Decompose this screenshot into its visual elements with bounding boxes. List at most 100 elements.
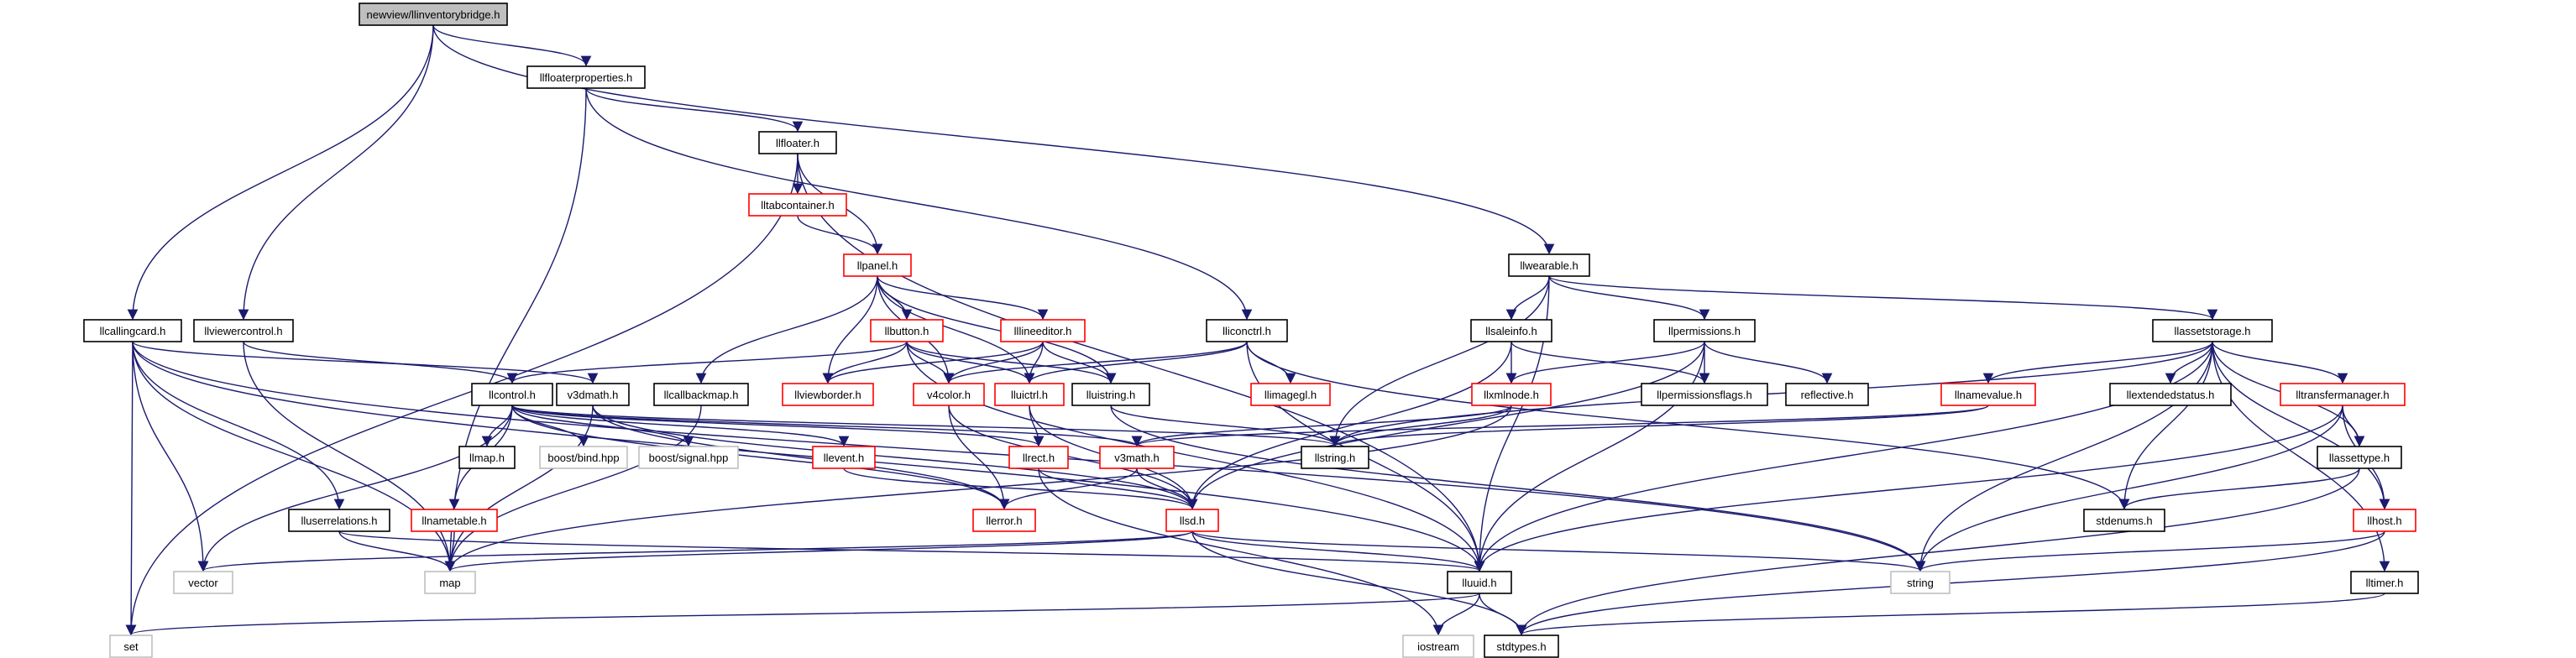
node-box[interactable]	[870, 319, 944, 342]
node-llwearable-h[interactable]: llwearable.h	[1508, 253, 1590, 277]
node-llxmlnode-h[interactable]: llxmlnode.h	[1471, 383, 1552, 406]
node-llviewercontrol-h[interactable]: llviewercontrol.h	[193, 319, 294, 342]
node-box[interactable]	[1071, 383, 1150, 406]
node-box[interactable]	[193, 319, 294, 342]
node-box[interactable]	[1447, 571, 1512, 594]
node-llerror-h[interactable]: llerror.h	[972, 509, 1036, 532]
node-box[interactable]	[1206, 319, 1288, 342]
node-box[interactable]	[782, 383, 874, 406]
node-box[interactable]	[748, 193, 847, 217]
node-llextendedstatus-h[interactable]: llextendedstatus.h	[2109, 383, 2232, 406]
node-box[interactable]	[1250, 383, 1331, 406]
node-stdtypes-h[interactable]: stdtypes.h	[1484, 634, 1559, 658]
node-box[interactable]	[424, 571, 476, 594]
node-box[interactable]	[1402, 634, 1474, 658]
node-box[interactable]	[109, 634, 153, 658]
node-lltabcontainer-h[interactable]: lltabcontainer.h	[748, 193, 847, 217]
node-box[interactable]	[359, 3, 508, 26]
node-box[interactable]	[758, 131, 837, 154]
node-box[interactable]	[1000, 319, 1086, 342]
node-box[interactable]	[1890, 571, 1950, 594]
node-box[interactable]	[526, 65, 646, 89]
node-llnametable-h[interactable]: llnametable.h	[411, 509, 498, 532]
node-string[interactable]: string	[1890, 571, 1950, 594]
node-box[interactable]	[1301, 446, 1369, 469]
node-box[interactable]	[2317, 446, 2402, 469]
node-llsaleinfo-h[interactable]: llsaleinfo.h	[1470, 319, 1552, 342]
node-box[interactable]	[83, 319, 182, 342]
node-box[interactable]	[1484, 634, 1559, 658]
node-lluserrelations-h[interactable]: lluserrelations.h	[288, 509, 390, 532]
node-lllineeditor-h[interactable]: lllineeditor.h	[1000, 319, 1086, 342]
node-box[interactable]	[539, 446, 628, 469]
node-llrect-h[interactable]: llrect.h	[1008, 446, 1069, 469]
node-llviewborder-h[interactable]: llviewborder.h	[782, 383, 874, 406]
node-box[interactable]	[1940, 383, 2036, 406]
node-llassettype-h[interactable]: llassettype.h	[2317, 446, 2402, 469]
node-llhost-h[interactable]: llhost.h	[2353, 509, 2416, 532]
node-llstring-h[interactable]: llstring.h	[1301, 446, 1369, 469]
node-box[interactable]	[2083, 509, 2165, 532]
node-box[interactable]	[2109, 383, 2232, 406]
node-boost-bind-hpp[interactable]: boost/bind.hpp	[539, 446, 628, 469]
node-llsd-h[interactable]: llsd.h	[1165, 509, 1219, 532]
node-box[interactable]	[812, 446, 876, 469]
node-iostream[interactable]: iostream	[1402, 634, 1474, 658]
node-lliconctrl-h[interactable]: lliconctrl.h	[1206, 319, 1288, 342]
node-lluuid-h[interactable]: lluuid.h	[1447, 571, 1512, 594]
node-box[interactable]	[173, 571, 233, 594]
node-llmap-h[interactable]: llmap.h	[458, 446, 516, 469]
node-lltransfermanager-h[interactable]: lltransfermanager.h	[2280, 383, 2406, 406]
node-box[interactable]	[2350, 571, 2419, 594]
node-box[interactable]	[1099, 446, 1175, 469]
node-box[interactable]	[1008, 446, 1069, 469]
node-llnamevalue-h[interactable]: llnamevalue.h	[1940, 383, 2036, 406]
node-box[interactable]	[843, 253, 912, 277]
node-box[interactable]	[1471, 383, 1552, 406]
node-box[interactable]	[2353, 509, 2416, 532]
node-v4color-h[interactable]: v4color.h	[913, 383, 985, 406]
node-box[interactable]	[1641, 383, 1768, 406]
node-box[interactable]	[1653, 319, 1756, 342]
node-box[interactable]	[1785, 383, 1869, 406]
node-box[interactable]	[556, 383, 630, 406]
node-llbutton-h[interactable]: llbutton.h	[870, 319, 944, 342]
node-llfloaterproperties-h[interactable]: llfloaterproperties.h	[526, 65, 646, 89]
node-llassetstorage-h[interactable]: llassetstorage.h	[2152, 319, 2273, 342]
node-llcallbackmap-h[interactable]: llcallbackmap.h	[653, 383, 749, 406]
node-box[interactable]	[471, 383, 553, 406]
node-box[interactable]	[913, 383, 985, 406]
node-set[interactable]: set	[109, 634, 153, 658]
node-v3math-h[interactable]: v3math.h	[1099, 446, 1175, 469]
node-reflective-h[interactable]: reflective.h	[1785, 383, 1869, 406]
node-lltimer-h[interactable]: lltimer.h	[2350, 571, 2419, 594]
node-llimagegl-h[interactable]: llimagegl.h	[1250, 383, 1331, 406]
node-llpanel-h[interactable]: llpanel.h	[843, 253, 912, 277]
node-box[interactable]	[288, 509, 390, 532]
node-boost-signal-hpp[interactable]: boost/signal.hpp	[638, 446, 739, 469]
node-v3dmath-h[interactable]: v3dmath.h	[556, 383, 630, 406]
node-vector[interactable]: vector	[173, 571, 233, 594]
node-llfloater-h[interactable]: llfloater.h	[758, 131, 837, 154]
node-lluictrl-h[interactable]: lluictrl.h	[994, 383, 1065, 406]
node-box[interactable]	[411, 509, 498, 532]
node-newview-llinventorybridge-h[interactable]: newview/llinventorybridge.h	[359, 3, 508, 26]
node-box[interactable]	[638, 446, 739, 469]
node-box[interactable]	[1470, 319, 1552, 342]
node-map[interactable]: map	[424, 571, 476, 594]
node-llpermissions-h[interactable]: llpermissions.h	[1653, 319, 1756, 342]
node-box[interactable]	[458, 446, 516, 469]
node-llevent-h[interactable]: llevent.h	[812, 446, 876, 469]
node-box[interactable]	[653, 383, 749, 406]
node-box[interactable]	[1165, 509, 1219, 532]
node-box[interactable]	[1508, 253, 1590, 277]
node-stdenums-h[interactable]: stdenums.h	[2083, 509, 2165, 532]
node-llcallingcard-h[interactable]: llcallingcard.h	[83, 319, 182, 342]
node-box[interactable]	[994, 383, 1065, 406]
node-box[interactable]	[2280, 383, 2406, 406]
node-box[interactable]	[972, 509, 1036, 532]
node-box[interactable]	[2152, 319, 2273, 342]
node-llcontrol-h[interactable]: llcontrol.h	[471, 383, 553, 406]
node-llpermissionsflags-h[interactable]: llpermissionsflags.h	[1641, 383, 1768, 406]
node-lluistring-h[interactable]: lluistring.h	[1071, 383, 1150, 406]
